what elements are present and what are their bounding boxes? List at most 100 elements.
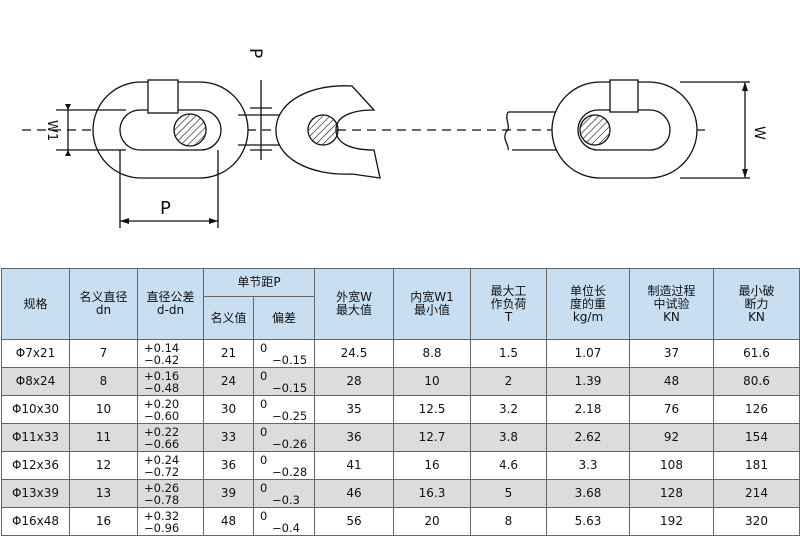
cell-unit-weight: 1.07 — [546, 339, 630, 368]
cell-pitch-deviation: 0−0.3 — [253, 479, 315, 508]
cell-nominal-diameter: 10 — [69, 395, 138, 424]
cell-proof-test: 76 — [629, 395, 714, 424]
cell-unit-weight: 3.68 — [546, 479, 630, 508]
cell-nominal-diameter: 13 — [69, 479, 138, 508]
cell-spec: Φ16x48 — [1, 507, 70, 536]
cell-pitch-nominal: 36 — [203, 451, 254, 480]
cell-min-breaking-force: 80.6 — [713, 367, 800, 396]
cell-max-load: 8 — [470, 507, 547, 536]
cell-min-breaking-force: 126 — [713, 395, 800, 424]
cell-min-breaking-force: 320 — [713, 507, 800, 536]
cell-unit-weight: 5.63 — [546, 507, 630, 536]
right-cross-section — [579, 114, 611, 146]
cell-nominal-diameter: 8 — [69, 367, 138, 396]
cell-outer-width: 24.5 — [314, 339, 394, 368]
cell-spec: Φ11x33 — [1, 423, 70, 452]
cell-spec: Φ13x39 — [1, 479, 70, 508]
cell-pitch-deviation: 0−0.28 — [253, 451, 315, 480]
cell-inner-width: 12.5 — [393, 395, 471, 424]
cell-spec: Φ10x30 — [1, 395, 70, 424]
cell-nominal-diameter: 12 — [69, 451, 138, 480]
cell-proof-test: 128 — [629, 479, 714, 508]
cell-diameter-tolerance: +0.20−0.60 — [137, 395, 204, 424]
cell-max-load: 2 — [470, 367, 547, 396]
cell-max-load: 3.2 — [470, 395, 547, 424]
cell-proof-test: 192 — [629, 507, 714, 536]
cell-diameter-tolerance: +0.26−0.78 — [137, 479, 204, 508]
cell-pitch-nominal: 39 — [203, 479, 254, 508]
header-pitch: 单节距P — [203, 268, 315, 297]
cell-spec: Φ8x24 — [1, 367, 70, 396]
dim-label-w1: W1 — [44, 120, 59, 141]
cell-pitch-deviation: 0−0.25 — [253, 395, 315, 424]
left-link-weld — [147, 79, 179, 114]
cell-proof-test: 108 — [629, 451, 714, 480]
right-link-weld — [609, 79, 639, 113]
cell-inner-width: 12.7 — [393, 423, 471, 452]
cell-min-breaking-force: 181 — [713, 451, 800, 480]
header-spec: 规格 — [1, 268, 70, 340]
header-pitch-nominal: 名义值 — [203, 296, 254, 340]
cell-proof-test: 37 — [629, 339, 714, 368]
cell-inner-width: 16.3 — [393, 479, 471, 508]
cell-inner-width: 10 — [393, 367, 471, 396]
cell-outer-width: 35 — [314, 395, 394, 424]
cell-max-load: 1.5 — [470, 339, 547, 368]
cell-max-load: 4.6 — [470, 451, 547, 480]
cell-diameter-tolerance: +0.14−0.42 — [137, 339, 204, 368]
cell-unit-weight: 2.62 — [546, 423, 630, 452]
cell-pitch-deviation: 0−0.4 — [253, 507, 315, 536]
cell-diameter-tolerance: +0.22−0.66 — [137, 423, 204, 452]
cell-outer-width: 41 — [314, 451, 394, 480]
cell-max-load: 5 — [470, 479, 547, 508]
dim-label-p-bottom: P — [160, 198, 171, 219]
cell-spec: Φ7x21 — [1, 339, 70, 368]
chain-link-diagram: P W1 P W — [22, 48, 767, 228]
cell-nominal-diameter: 7 — [69, 339, 138, 368]
middle-cross-section — [307, 114, 339, 146]
cell-outer-width: 36 — [314, 423, 394, 452]
dim-label-p-top: P — [245, 48, 265, 58]
cell-pitch-deviation: 0−0.26 — [253, 423, 315, 452]
cell-min-breaking-force: 214 — [713, 479, 800, 508]
cell-proof-test: 48 — [629, 367, 714, 396]
cell-pitch-nominal: 33 — [203, 423, 254, 452]
cell-diameter-tolerance: +0.24−0.72 — [137, 451, 204, 480]
cell-pitch-deviation: 0−0.15 — [253, 339, 315, 368]
cell-nominal-diameter: 11 — [69, 423, 138, 452]
cell-pitch-deviation: 0−0.15 — [253, 367, 315, 396]
cell-pitch-nominal: 24 — [203, 367, 254, 396]
header-pitch-deviation: 偏差 — [253, 296, 315, 340]
cell-spec: Φ12x36 — [1, 451, 70, 480]
cell-outer-width: 28 — [314, 367, 394, 396]
cell-diameter-tolerance: +0.16−0.48 — [137, 367, 204, 396]
cell-min-breaking-force: 154 — [713, 423, 800, 452]
cell-min-breaking-force: 61.6 — [713, 339, 800, 368]
cell-proof-test: 92 — [629, 423, 714, 452]
left-cross-section — [173, 113, 207, 147]
cell-outer-width: 46 — [314, 479, 394, 508]
cell-unit-weight: 3.3 — [546, 451, 630, 480]
dim-label-w: W — [751, 126, 767, 140]
cell-inner-width: 16 — [393, 451, 471, 480]
cell-outer-width: 56 — [314, 507, 394, 536]
cell-diameter-tolerance: +0.32−0.96 — [137, 507, 204, 536]
cell-inner-width: 8.8 — [393, 339, 471, 368]
cell-inner-width: 20 — [393, 507, 471, 536]
